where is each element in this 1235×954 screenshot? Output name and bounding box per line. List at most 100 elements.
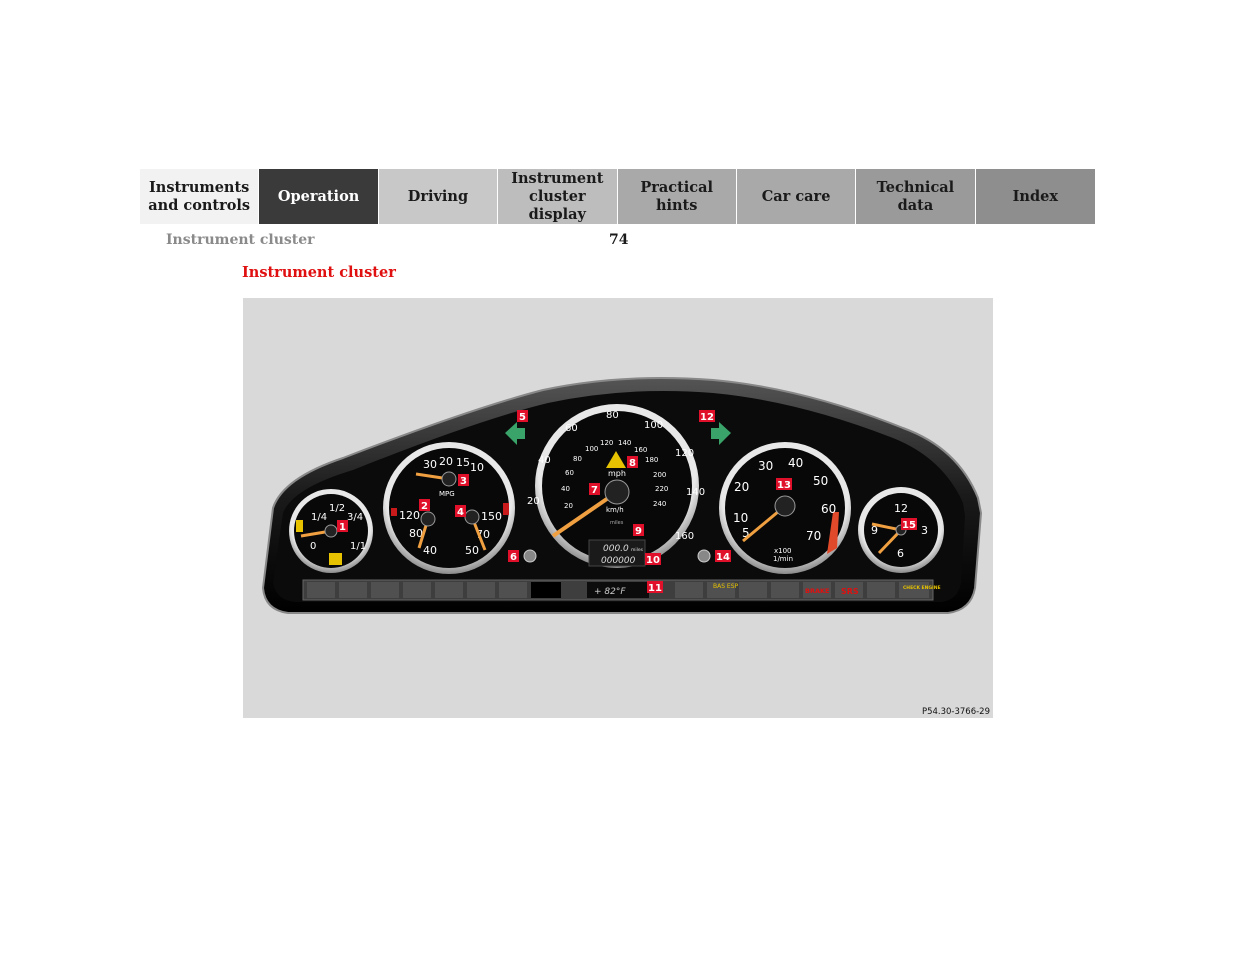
tab-driving[interactable]: Driving [378, 169, 499, 224]
oil-label-50: 50 [465, 544, 479, 557]
trip-odometer-display: 000.0 [603, 544, 629, 554]
mph-label-200: 200 [653, 471, 666, 479]
tach-unit-rpm: 1/min [773, 555, 793, 563]
coolant-label-40: 40 [423, 544, 437, 557]
tab-car-care[interactable]: Car care [736, 169, 857, 224]
clock-label-12: 12 [894, 502, 908, 515]
coolant-label-120: 120 [399, 509, 420, 522]
tach-label-50: 50 [813, 474, 828, 488]
kmh-label-20: 20 [527, 496, 540, 507]
tach-label-10: 10 [733, 511, 748, 525]
callout-3: 3 [460, 476, 467, 487]
combination-gauge-left: 20 15 30 10 MPG 120 80 40 150 70 50 [383, 442, 515, 574]
callout-9: 9 [635, 526, 642, 537]
mph-label-140: 140 [618, 439, 631, 447]
callout-11: 11 [648, 583, 662, 594]
bas-esp-warning-label: BAS ESP [713, 583, 739, 590]
kmh-label-40: 40 [538, 455, 551, 466]
callout-13: 13 [777, 480, 791, 491]
mph-label-100: 100 [585, 445, 598, 453]
callout-10: 10 [646, 555, 660, 566]
callout-5: 5 [519, 412, 526, 423]
mpg-label-20: 20 [439, 455, 453, 468]
brake-warning-label: BRAKE [805, 587, 829, 595]
reset-knob-left [523, 549, 537, 563]
right-turn-signal-icon [711, 422, 731, 445]
tach-unit-x100: x100 [774, 547, 792, 555]
mpg-label-15: 15 [456, 456, 470, 469]
mph-label-40: 40 [561, 485, 570, 493]
fuel-gauge: 1/2 1/4 3/4 0 1/1 [289, 489, 373, 573]
srs-warning-label: SRS [841, 587, 859, 596]
speedo-unit-miles: miles [610, 520, 624, 526]
tach-label-40: 40 [788, 456, 803, 470]
kmh-label-80: 80 [606, 410, 619, 421]
mph-label-80: 80 [573, 455, 582, 463]
instrument-cluster-illustration: 1/2 1/4 3/4 0 1/1 20 15 30 10 MPG 120 80… [261, 376, 983, 614]
kmh-label-100: 100 [644, 420, 663, 431]
mph-label-20: 20 [564, 502, 573, 510]
outside-temperature-display: + 82°F [594, 587, 626, 597]
fuel-label-half: 1/2 [329, 503, 345, 514]
warning-lamp-strip: + 82°F BAS ESP BRAKE SRS CHECK ENGINE [302, 579, 941, 601]
tab-index[interactable]: Index [975, 169, 1095, 224]
speedo-unit-kmh: km/h [606, 506, 624, 514]
speedo-unit-mph: mph [608, 469, 626, 478]
mpg-label-10: 10 [470, 461, 484, 474]
mph-label-160: 160 [634, 446, 647, 454]
callout-2: 2 [421, 501, 428, 512]
mph-label-240: 240 [653, 500, 666, 508]
tachometer: 30 40 20 50 10 60 5 70 x100 1/min [719, 442, 851, 574]
kmh-label-120: 120 [675, 448, 694, 459]
kmh-label-60: 60 [565, 423, 578, 434]
tach-label-60: 60 [821, 502, 836, 516]
mph-label-120: 120 [600, 439, 613, 447]
fuel-label-full: 1/1 [350, 541, 366, 552]
callout-12: 12 [700, 412, 714, 423]
warning-triangle-icon [606, 451, 626, 468]
mpg-label-30: 30 [423, 458, 437, 471]
figure-code: P54.30-3766-29 [921, 707, 990, 717]
instrument-cluster-figure: 1/2 1/4 3/4 0 1/1 20 15 30 10 MPG 120 80… [243, 298, 993, 718]
tach-label-30: 30 [758, 459, 773, 473]
page-number: 74 [609, 232, 629, 248]
section-label: Instrument cluster [166, 232, 315, 248]
callout-4: 4 [457, 507, 464, 518]
mph-label-180: 180 [645, 456, 658, 464]
coolant-label-80: 80 [409, 527, 423, 540]
tab-practical-hints[interactable]: Practical hints [617, 169, 737, 224]
oil-label-150: 150 [481, 510, 502, 523]
kmh-label-160: 160 [675, 531, 694, 542]
fuel-label-empty: 0 [310, 541, 316, 552]
clock-label-9: 9 [871, 524, 878, 537]
mph-label-220: 220 [655, 485, 668, 493]
callout-15: 15 [902, 520, 916, 531]
tach-label-20: 20 [734, 480, 749, 494]
clock-label-6: 6 [897, 547, 904, 560]
tab-instrument-cluster-display[interactable]: Instrument cluster display [498, 169, 618, 224]
trip-odometer-unit: miles [631, 547, 644, 553]
fuel-label-quarter: 1/4 [311, 512, 327, 523]
callout-14: 14 [716, 552, 730, 563]
reset-knob-right [697, 549, 711, 563]
clock-label-3: 3 [921, 524, 928, 537]
speedometer: 20 40 60 80 100 120 140 160 20 40 60 80 … [527, 404, 705, 568]
callout-8: 8 [629, 458, 636, 469]
mph-label-60: 60 [565, 469, 574, 477]
left-turn-signal-icon [505, 422, 525, 445]
callout-1: 1 [339, 522, 346, 533]
top-navigation: Instruments and controls Operation Drivi… [140, 169, 1095, 224]
callout-7: 7 [591, 485, 598, 496]
tab-instruments-and-controls[interactable]: Instruments and controls [140, 169, 260, 224]
tach-label-5: 5 [742, 526, 750, 540]
tab-operation[interactable]: Operation [259, 169, 379, 224]
tab-technical-data[interactable]: Technical data [856, 169, 976, 224]
page-heading: Instrument cluster [242, 264, 396, 281]
check-engine-warning-label: CHECK ENGINE [903, 585, 941, 591]
fuel-label-three-quarter: 3/4 [347, 512, 363, 523]
tach-label-70: 70 [806, 529, 821, 543]
kmh-label-140: 140 [686, 487, 705, 498]
mpg-unit: MPG [439, 490, 455, 498]
callout-markers: 1 2 3 4 5 6 7 8 9 10 11 12 13 14 15 [337, 410, 917, 594]
odometer-display: 000000 [601, 556, 636, 566]
